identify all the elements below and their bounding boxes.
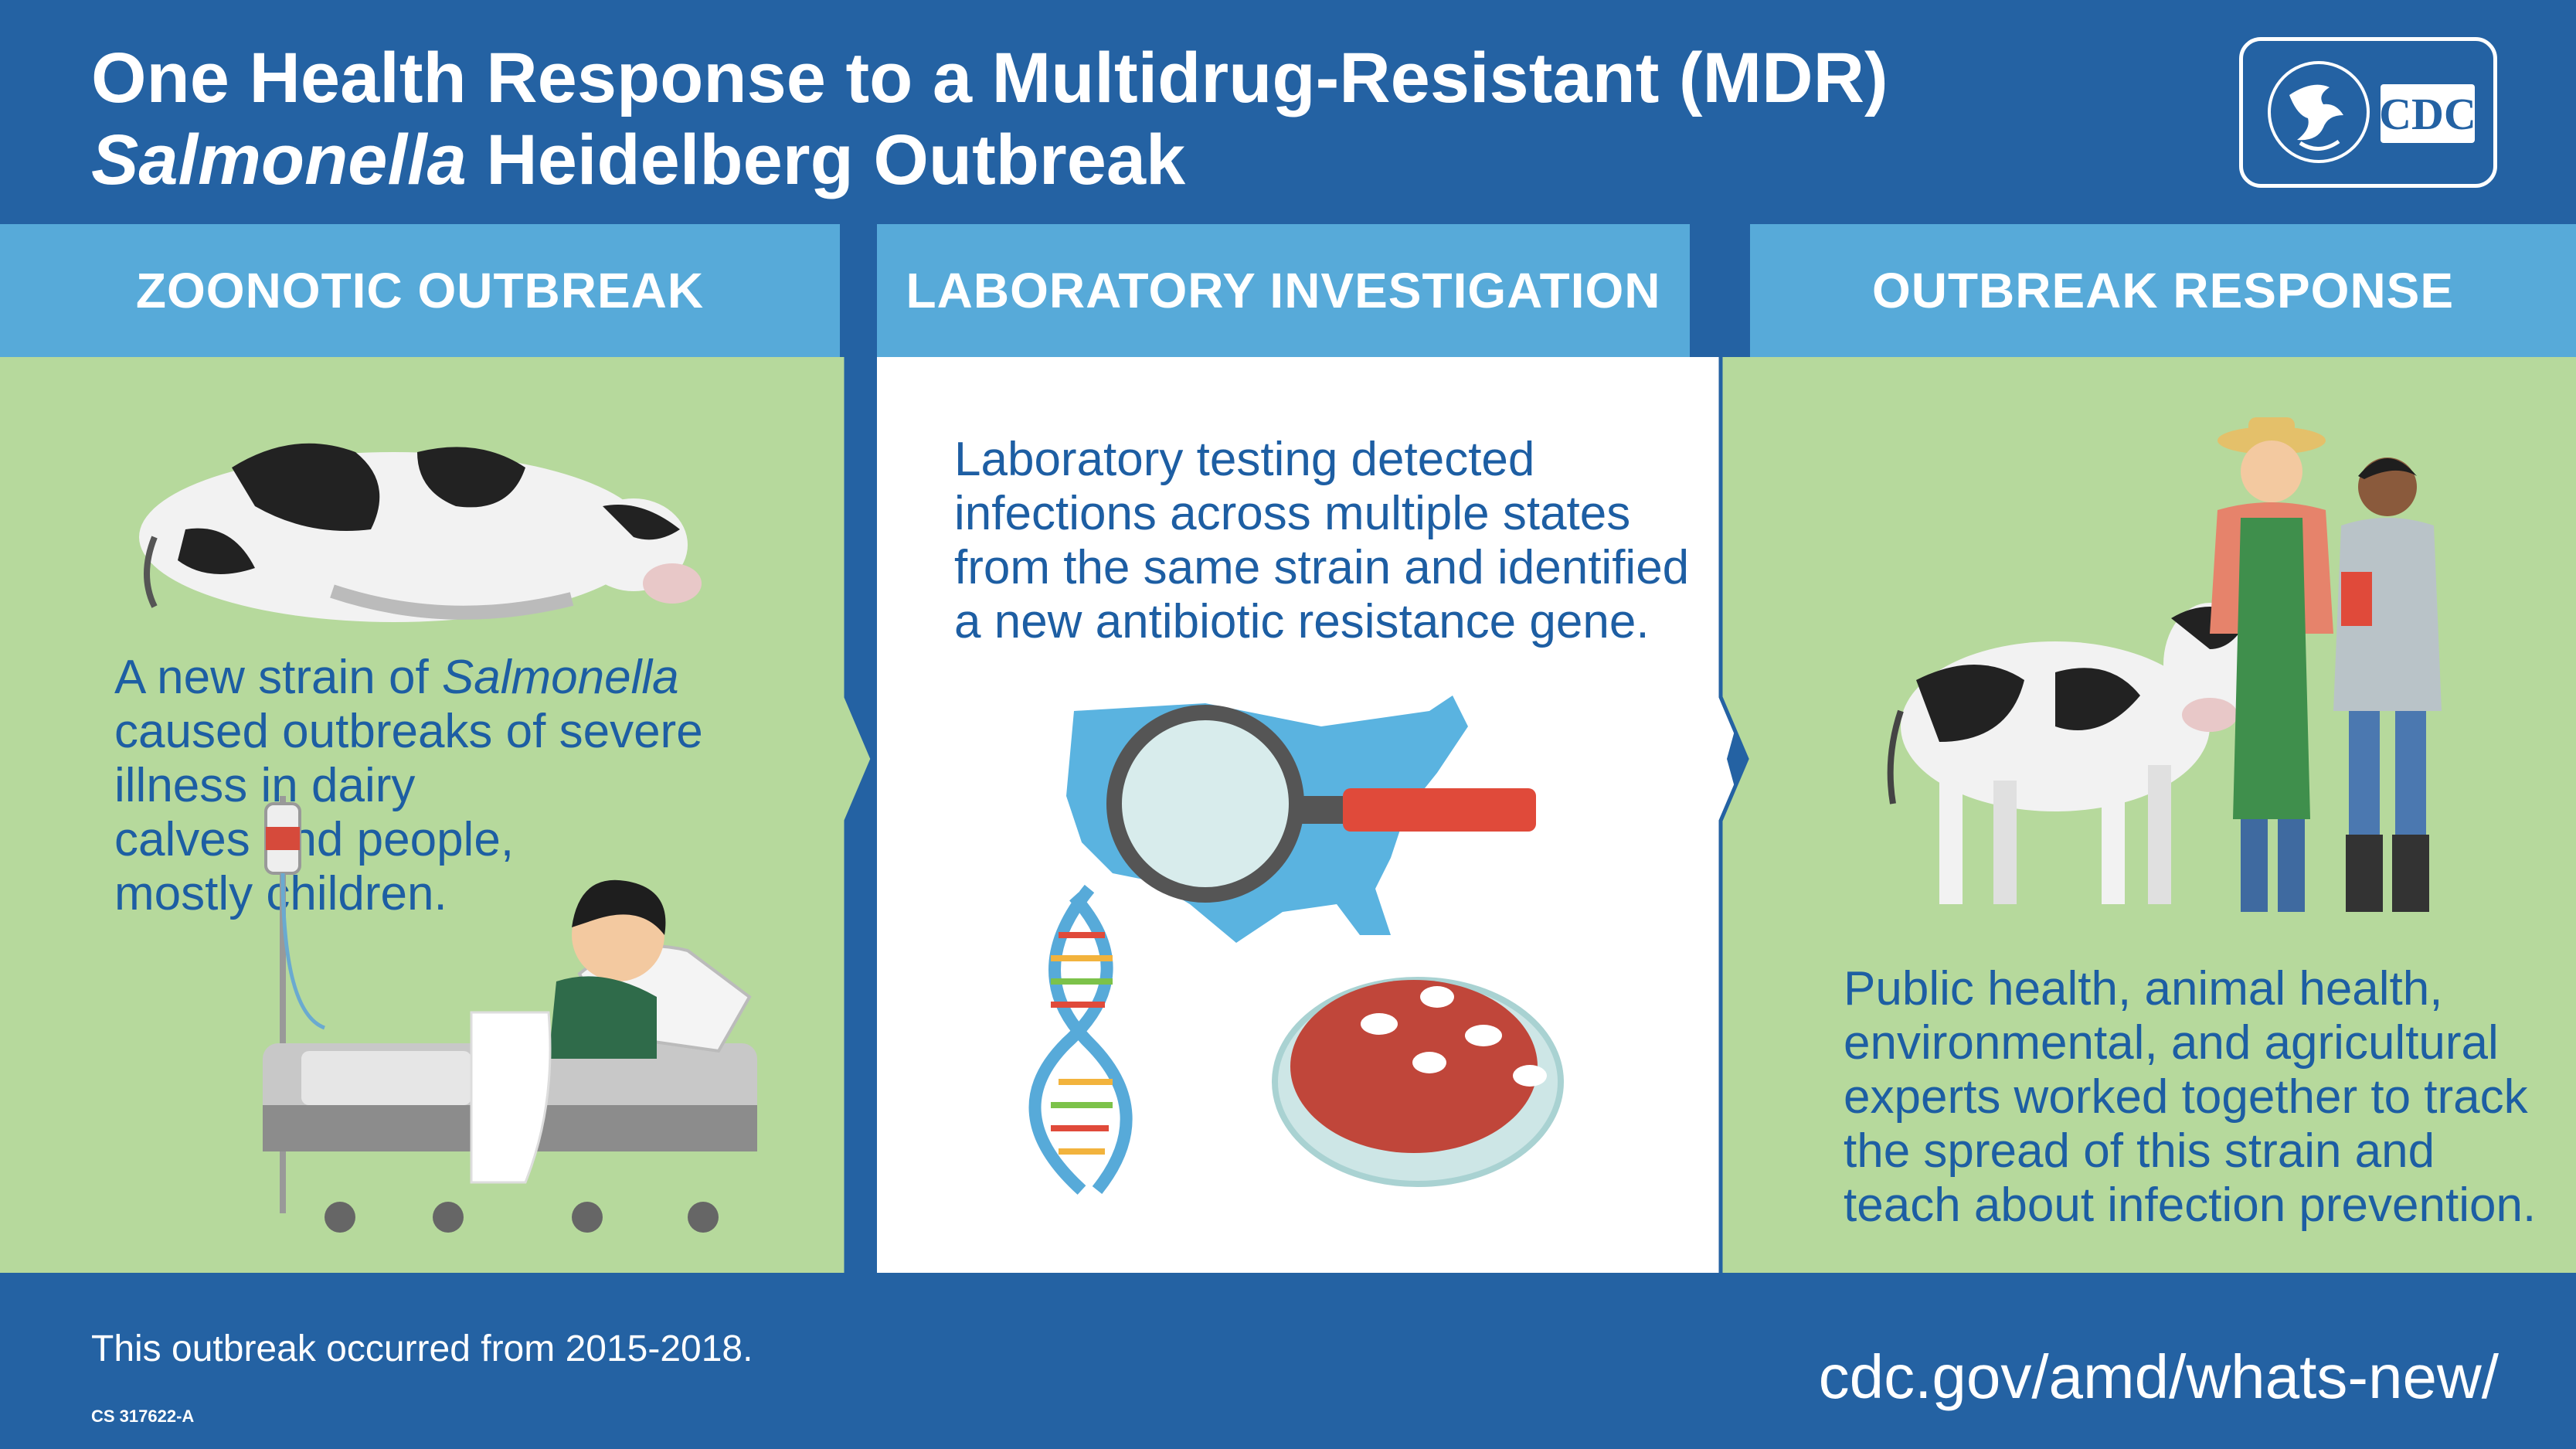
cdc-box [2381, 84, 2475, 143]
iv-drip-icon [264, 796, 325, 1213]
lab-illustration [1028, 696, 1564, 1195]
chevron-divider-1 [840, 357, 875, 1273]
response-text-line-1: Public health, animal health, [1844, 962, 2443, 1015]
farmer-icon [2210, 417, 2333, 912]
zoonotic-text-line-4: calves and people, [114, 813, 515, 866]
zoonotic-text-line-2: caused outbreaks of severe [114, 705, 703, 758]
title-line-1: One Health Response to a Multidrug-Resis… [91, 39, 1888, 117]
footer-url[interactable]: cdc.gov/amd/whats-new/ [1818, 1342, 2499, 1411]
dna-helix-icon [1028, 884, 1133, 1195]
laboratory-text-line-3: from the same strain and identified [954, 541, 1690, 594]
zoonotic-text-line-3: illness in dairy [114, 759, 416, 812]
magnifying-glass-icon [1106, 705, 1536, 903]
cdc-logo: CDC [2239, 37, 2497, 188]
title-line-2: Salmonella Heidelberg Outbreak [91, 119, 1888, 201]
laboratory-text-line-1: Laboratory testing detected [954, 433, 1535, 486]
response-text-line-2: environmental, and agricultural [1844, 1016, 2499, 1070]
response-illustration [1887, 417, 2442, 912]
header-response: OUTBREAK RESPONSE [1750, 224, 2576, 357]
hhs-eagle-icon [2268, 61, 2370, 163]
petri-dish-icon [1272, 977, 1564, 1187]
chevron-divider-2 [1690, 357, 1750, 1273]
cdc-logo-text: CDC [2379, 89, 2476, 139]
response-text-line-4: the spread of this strain and [1844, 1124, 2435, 1178]
header-zoonotic: ZOONOTIC OUTBREAK [0, 224, 840, 357]
zoonotic-text: A new strain of Salmonella caused outbre… [114, 651, 703, 921]
laboratory-text-line-4: a new antibiotic resistance gene. [954, 595, 1650, 648]
footer-note: This outbreak occurred from 2015-2018. [91, 1328, 753, 1369]
veterinarian-icon [2333, 457, 2442, 912]
response-text-line-5: teach about infection prevention. [1844, 1179, 2537, 1232]
sick-child-in-bed-icon [263, 796, 757, 1233]
response-text: Public health, animal health, environmen… [1844, 962, 2536, 1233]
calf-icon [1887, 603, 2256, 904]
laboratory-text: Laboratory testing detected infections a… [954, 433, 1689, 649]
footer-code: CS 317622-A [91, 1406, 195, 1426]
response-text-line-3: experts worked together to track [1844, 1070, 2528, 1124]
zoonotic-text-line-1: A new strain of Salmonella [114, 651, 679, 704]
title-italic: Salmonella [91, 121, 467, 199]
header-laboratory: LABORATORY INVESTIGATION [877, 224, 1690, 357]
title-rest: Heidelberg Outbreak [466, 121, 1186, 199]
laboratory-text-line-2: infections across multiple states [954, 487, 1631, 540]
lying-cow-icon [139, 443, 702, 622]
page-title: One Health Response to a Multidrug-Resis… [91, 37, 1888, 201]
